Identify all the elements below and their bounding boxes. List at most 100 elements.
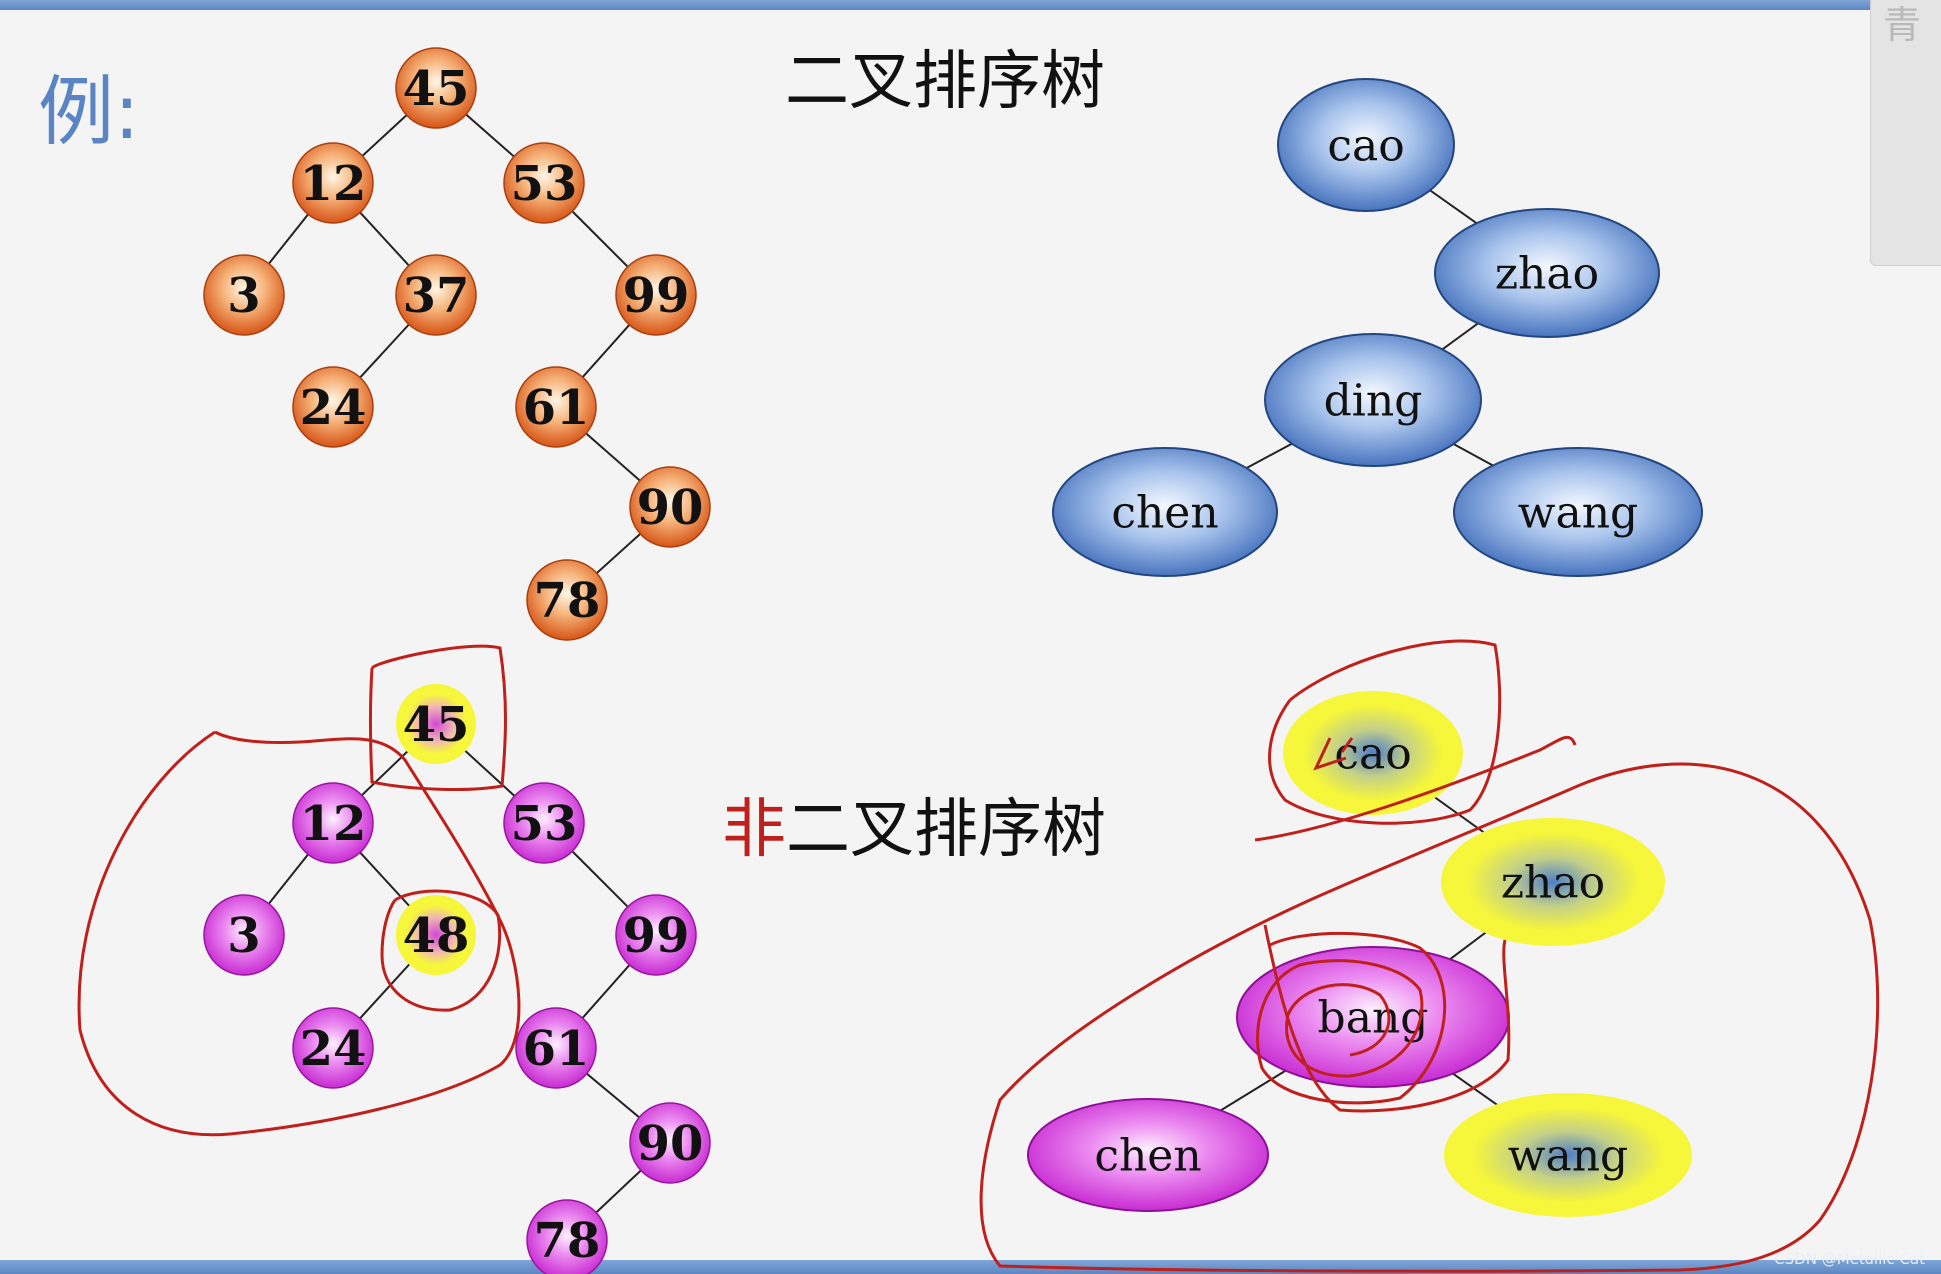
- annotation-scribble-bang-2: [1263, 924, 1511, 1113]
- tree-node-label: ding: [1324, 375, 1423, 426]
- tree-node-label: wang: [1518, 487, 1638, 538]
- title-bst: 二叉排序树: [785, 45, 1105, 119]
- tree-node-label: 90: [637, 480, 704, 536]
- tree-node-shape: [1264, 333, 1482, 467]
- tree-node-shape: [1283, 691, 1463, 815]
- tree-node-shape: [396, 895, 476, 975]
- tree-node-78: 78: [526, 559, 608, 641]
- side-panel[interactable]: 青: [1870, 0, 1941, 266]
- tree-node-45: 45: [396, 684, 476, 764]
- tree-node-shape: [292, 142, 374, 224]
- tree-node-78: 78: [526, 1199, 608, 1274]
- tree-node-61: 61: [515, 366, 597, 448]
- tree-node-shape: [203, 894, 285, 976]
- tree-node-label: 61: [523, 380, 590, 436]
- tree-node-label: 78: [534, 1213, 601, 1269]
- tree-node-shape: [526, 1199, 608, 1274]
- tree-node-90: 90: [629, 466, 711, 548]
- tree-node-label: wang: [1508, 1130, 1628, 1181]
- title-non-bst: 非二叉排序树: [722, 778, 1106, 870]
- tree-node-label: zhao: [1501, 857, 1605, 908]
- tree-node-label: 12: [300, 796, 367, 852]
- tree-node-shape: [1453, 447, 1703, 577]
- tree-node-label: 24: [300, 380, 367, 436]
- red-handwritten-annotations: [77, 639, 1880, 1273]
- tree-node-53: 53: [503, 142, 585, 224]
- tree-node-label: zhao: [1495, 248, 1599, 299]
- top-slide-bar: [0, 0, 1941, 10]
- annotation-square-45: [369, 644, 507, 791]
- annotation-mark-cao: [1313, 737, 1354, 771]
- tree-node-shape: [1277, 78, 1455, 212]
- tree-node-label: cao: [1334, 728, 1411, 779]
- tree-node-label: 78: [534, 573, 601, 629]
- tree-node-shape: [396, 684, 476, 764]
- tree-node-3: 3: [203, 894, 285, 976]
- tree-node-37: 37: [395, 254, 477, 336]
- tree-node-12: 12: [292, 142, 374, 224]
- tree-node-label: bang: [1318, 992, 1429, 1043]
- tree-node-24: 24: [292, 366, 374, 448]
- tree-node-shape: [395, 47, 477, 129]
- tree-node-61: 61: [515, 1007, 597, 1089]
- tree-node-wang: wang: [1444, 1093, 1692, 1217]
- annotation-circle-cao: [1268, 639, 1502, 825]
- tree-node-label: chen: [1094, 1130, 1201, 1181]
- tree-node-shape: [203, 254, 285, 336]
- tree-node-shape: [629, 466, 711, 548]
- tree-node-shape: [395, 254, 477, 336]
- tree-node-label: 99: [623, 908, 690, 964]
- title-non-rest: 二叉排序树: [786, 793, 1106, 867]
- tree-node-99: 99: [615, 894, 697, 976]
- tree-node-label: 48: [403, 908, 470, 964]
- tree-node-shape: [515, 1007, 597, 1089]
- tree-node-label: 3: [227, 268, 260, 324]
- watermark: CSDN @Metallic Cat: [1774, 1250, 1925, 1268]
- annotation-loop-left-subtree: [77, 730, 521, 1137]
- tree-node-shape: [503, 782, 585, 864]
- annotation-scribble-bang: [1256, 931, 1447, 1105]
- tree-node-99: 99: [615, 254, 697, 336]
- tree-node-shape: [515, 366, 597, 448]
- annotation-circle-48: [380, 889, 502, 1012]
- tree-node-shape: [1444, 1093, 1692, 1217]
- tree-node-3: 3: [203, 254, 285, 336]
- example-label: 例:: [38, 67, 140, 156]
- tree-node-zhao: zhao: [1441, 818, 1665, 946]
- tree-node-label: cao: [1327, 120, 1404, 171]
- tree-node-90: 90: [629, 1102, 711, 1184]
- tree-node-bang: bang: [1236, 946, 1510, 1088]
- tree-node-label: 24: [300, 1021, 367, 1077]
- tree-node-label: 37: [403, 268, 470, 324]
- tree-node-zhao: zhao: [1434, 208, 1660, 338]
- tree-node-label: 99: [623, 268, 690, 324]
- tree-node-label: 45: [403, 697, 470, 753]
- tree-node-label: 53: [511, 796, 578, 852]
- tree-node-chen: chen: [1052, 447, 1278, 577]
- side-panel-char: 青: [1883, 3, 1922, 47]
- tree-node-48: 48: [396, 895, 476, 975]
- tree-node-label: 12: [300, 156, 367, 212]
- tree-node-53: 53: [503, 782, 585, 864]
- tree-node-label: chen: [1111, 487, 1218, 538]
- tree-node-label: 3: [227, 908, 260, 964]
- tree-node-shape: [1434, 208, 1660, 338]
- tree-node-45: 45: [395, 47, 477, 129]
- tree-node-wang: wang: [1453, 447, 1703, 577]
- annotation-divider-stroke: [1254, 735, 1577, 842]
- tree-node-shape: [615, 254, 697, 336]
- tree-node-chen: chen: [1027, 1098, 1269, 1212]
- tree-node-shape: [292, 782, 374, 864]
- tree-node-shape: [1052, 447, 1278, 577]
- tree-node-shape: [1441, 818, 1665, 946]
- tree-node-shape: [615, 894, 697, 976]
- tree-node-shape: [503, 142, 585, 224]
- tree-node-24: 24: [292, 1007, 374, 1089]
- tree-node-ding: ding: [1264, 333, 1482, 467]
- title-non-prefix: 非: [722, 793, 786, 867]
- tree-node-label: 90: [637, 1116, 704, 1172]
- tree-node-cao: cao: [1277, 78, 1455, 212]
- tree-node-label: 61: [523, 1021, 590, 1077]
- annotation-loop-right-subtree: [979, 762, 1880, 1273]
